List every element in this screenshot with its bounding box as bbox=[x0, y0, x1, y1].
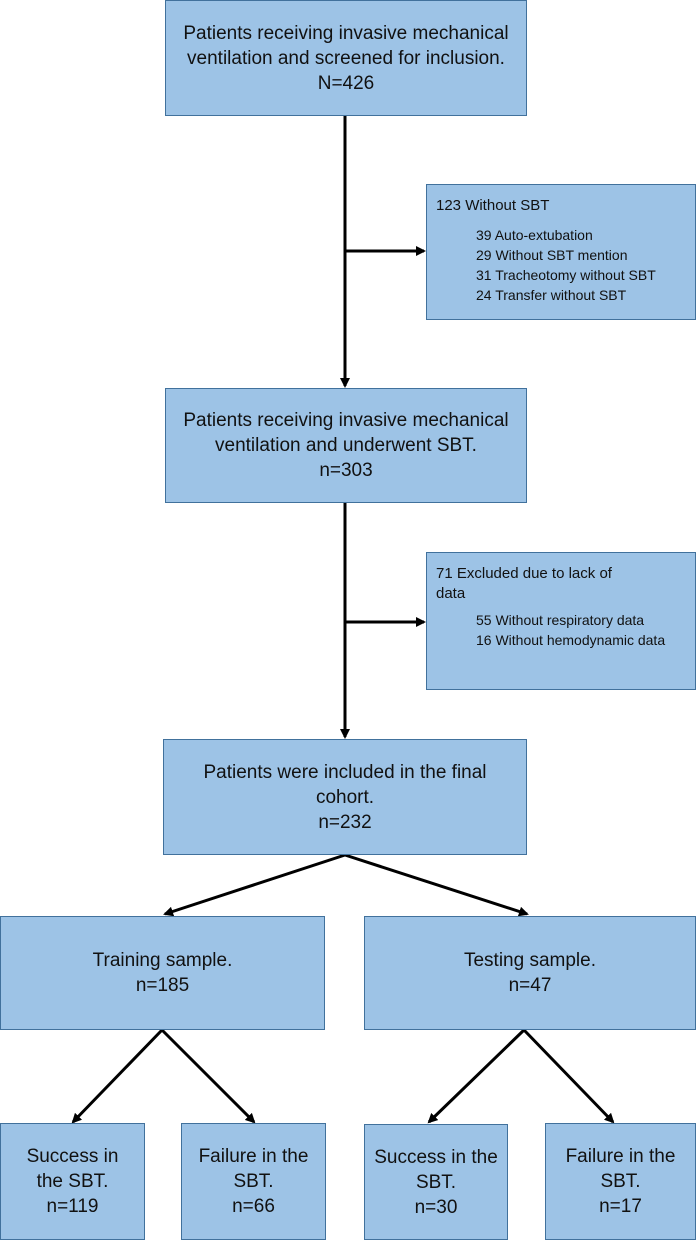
underwent-sbt-box: Patients receiving invasive mechanical v… bbox=[165, 388, 527, 503]
screened-box: Patients receiving invasive mechanical v… bbox=[165, 0, 527, 116]
final-cohort-box: Patients were included in the final coho… bbox=[163, 739, 527, 855]
list-item: 24 Transfer without SBT bbox=[476, 287, 627, 303]
training-failure-box: Failure in the SBT. n=66 bbox=[181, 1123, 326, 1240]
list-item: 31 Tracheotomy without SBT bbox=[476, 267, 656, 283]
training-success-count: n=119 bbox=[46, 1196, 99, 1217]
training-failure-count: n=66 bbox=[232, 1196, 275, 1217]
testing-sample-box: Testing sample. n=47 bbox=[364, 916, 696, 1030]
list-item: 55 Without respiratory data bbox=[476, 612, 645, 628]
without-sbt-title: 123 Without SBT bbox=[436, 197, 550, 214]
arrow-final-to-training bbox=[163, 853, 346, 917]
training-failure-line-1: Failure in the bbox=[198, 1146, 309, 1167]
without-sbt-box: 123 Without SBT 39 Auto-extubation 29 Wi… bbox=[426, 184, 696, 320]
underwent-count: n=303 bbox=[319, 460, 373, 481]
testing-success-line-1: Success in the bbox=[374, 1146, 498, 1168]
excluded-list: 55 Without respiratory data 16 Without h… bbox=[436, 610, 695, 650]
excluded-title-line-1: 71 Excluded due to lack of bbox=[436, 565, 612, 582]
testing-failure-line-2: SBT. bbox=[600, 1171, 641, 1192]
testing-failure-line-1: Failure in the bbox=[565, 1146, 676, 1167]
training-success-box: Success in the SBT. n=119 bbox=[0, 1123, 145, 1240]
training-success-line-2: the SBT. bbox=[36, 1171, 109, 1192]
screened-count: N=426 bbox=[317, 72, 375, 94]
testing-label: Testing sample. bbox=[463, 950, 596, 971]
testing-failure-box: Failure in the SBT. n=17 bbox=[545, 1123, 696, 1240]
testing-success-line-2: SBT. bbox=[415, 1171, 457, 1193]
testing-count: n=47 bbox=[508, 975, 552, 996]
excluded-title-line-2: data bbox=[436, 585, 466, 602]
arrow-testing-to-failure bbox=[522, 1028, 615, 1124]
list-item: 29 Without SBT mention bbox=[476, 247, 628, 263]
arrow-training-to-failure bbox=[160, 1028, 256, 1124]
testing-failure-count: n=17 bbox=[599, 1196, 642, 1217]
training-label: Training sample. bbox=[92, 950, 233, 971]
arrow-final-to-testing bbox=[344, 853, 529, 917]
without-sbt-list: 39 Auto-extubation 29 Without SBT mentio… bbox=[436, 225, 695, 305]
training-success-line-1: Success in bbox=[26, 1146, 119, 1167]
testing-success-count: n=30 bbox=[414, 1196, 458, 1218]
list-item: 16 Without hemodynamic data bbox=[476, 632, 666, 648]
underwent-line-2: ventilation and underwent SBT. bbox=[215, 435, 477, 456]
final-line-2: cohort. bbox=[315, 786, 375, 808]
screened-line-1: Patients receiving invasive mechanical bbox=[183, 22, 509, 44]
training-count: n=185 bbox=[135, 975, 190, 996]
arrow-training-to-success bbox=[71, 1028, 164, 1124]
final-line-1: Patients were included in the final bbox=[203, 761, 487, 783]
underwent-line-1: Patients receiving invasive mechanical bbox=[183, 410, 509, 431]
testing-success-box: Success in the SBT. n=30 bbox=[364, 1124, 508, 1240]
screened-line-2: ventilation and screened for inclusion. bbox=[187, 47, 505, 69]
final-count: n=232 bbox=[318, 811, 372, 833]
excluded-box: 71 Excluded due to lack of data 55 Witho… bbox=[426, 552, 696, 690]
training-sample-box: Training sample. n=185 bbox=[0, 916, 325, 1030]
training-failure-line-2: SBT. bbox=[233, 1171, 274, 1192]
list-item: 39 Auto-extubation bbox=[476, 227, 593, 243]
arrow-testing-to-success bbox=[427, 1028, 526, 1124]
